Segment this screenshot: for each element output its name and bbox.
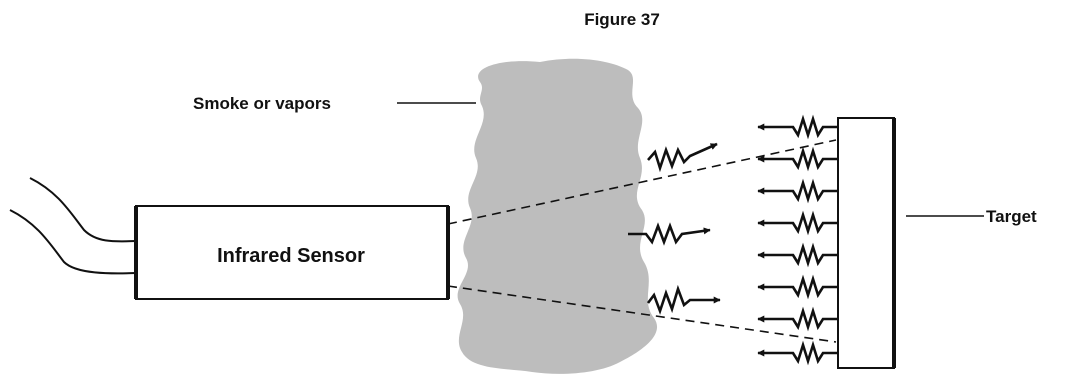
smoke-label: Smoke or vapors: [193, 94, 331, 113]
smoke-radiation-arrow: [646, 284, 721, 315]
emitted-radiation-arrow: [757, 306, 838, 332]
sensor-cable: [9, 177, 137, 275]
field-of-view-upper-line: [447, 139, 837, 225]
emitted-radiation-arrow: [757, 146, 838, 172]
target-label: Target: [986, 207, 1037, 226]
emitted-radiation-arrow: [757, 340, 838, 366]
sensor-label: Infrared Sensor: [217, 245, 365, 267]
smoke-cloud: [457, 58, 658, 374]
emitted-radiation-arrow: [757, 242, 838, 268]
smoke-radiation-arrow: [628, 222, 711, 246]
emitted-radiation-arrow: [757, 114, 838, 140]
emitted-radiation-group: [757, 114, 838, 366]
emitted-radiation-arrow: [757, 178, 838, 204]
smoke-radiation-arrow: [647, 142, 718, 173]
emitted-radiation-arrow: [757, 210, 838, 236]
target-box: [837, 117, 895, 369]
smoke-radiation-group: [628, 142, 721, 315]
figure-title: Figure 37: [584, 10, 660, 29]
field-of-view-lower-line: [447, 285, 837, 343]
emitted-radiation-arrow: [757, 274, 838, 300]
